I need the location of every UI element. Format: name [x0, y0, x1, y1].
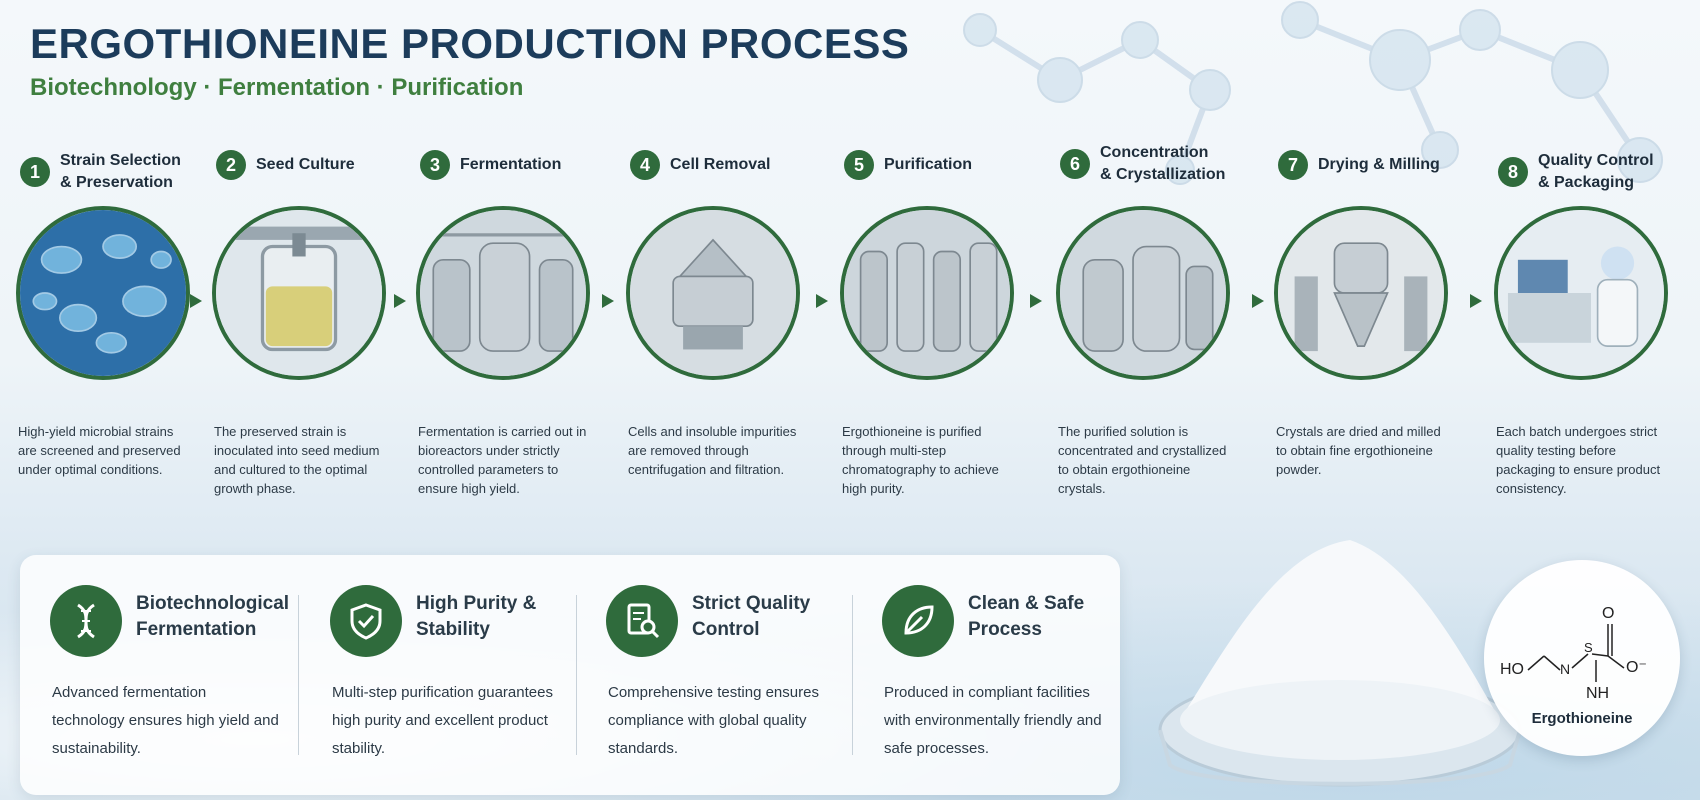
feature-description: Comprehensive testing ensures compliance… — [608, 684, 819, 757]
process-step-4: 4 Cell Removal Cells and insoluble impur… — [622, 142, 822, 502]
feature-high-purity-stability: High Purity & Stability Multi-step purif… — [300, 585, 560, 765]
seed-culture-vessel-photo — [212, 206, 386, 380]
process-step-2: 2 Seed Culture The preserved strain is i… — [208, 142, 408, 502]
step-number-badge: 4 — [630, 150, 660, 180]
feature-clean-safe-process: Clean & Safe Process Produced in complia… — [852, 585, 1112, 765]
atom-label-nh: NH — [1586, 685, 1609, 702]
process-step-6: 6 Concentration & Crystallization The pu… — [1052, 142, 1252, 502]
step-number-badge: 3 — [420, 150, 450, 180]
ergothioneine-molecule-badge: HO N S O O⁻ NH Ergothioneine — [1484, 560, 1680, 756]
atom-label-n: N — [1560, 661, 1570, 677]
features-panel: Biotechnological Fermentation Advanced f… — [20, 555, 1120, 795]
process-step-1: 1 Strain Selection & Preservation High-y… — [12, 142, 212, 502]
feature-title: Biotechnological Fermentation — [136, 593, 290, 640]
molecule-name: Ergothioneine — [1531, 710, 1633, 727]
step-description: Ergothioneine is purified through multi-… — [842, 424, 999, 496]
arrow-right-icon — [1470, 294, 1482, 308]
dna-icon — [50, 585, 122, 657]
step-number-badge: 1 — [20, 157, 50, 187]
dryer-mill-photo — [1274, 206, 1448, 380]
step-description: Each batch undergoes strict quality test… — [1496, 424, 1661, 496]
arrow-right-icon — [190, 294, 202, 308]
step-number-badge: 5 — [844, 150, 874, 180]
shield-check-icon — [330, 585, 402, 657]
process-step-7: 7 Drying & Milling Crystals are dried an… — [1270, 142, 1470, 502]
feature-strict-quality-control: Strict Quality Control Comprehensive tes… — [576, 585, 836, 765]
step-header: 1 Strain Selection & Preservation — [20, 150, 181, 194]
step-description: Cells and insoluble impurities are remov… — [628, 424, 797, 477]
arrow-right-icon — [394, 294, 406, 308]
step-title: Concentration & Crystallization — [1100, 144, 1226, 183]
arrow-right-icon — [816, 294, 828, 308]
process-step-3: 3 Fermentation Fermentation is carried o… — [412, 142, 612, 502]
molecule-structure-diagram: HO N S O O⁻ NH — [1500, 605, 1647, 702]
step-header: 3 Fermentation — [420, 150, 561, 180]
leaf-icon — [882, 585, 954, 657]
step-title: Drying & Milling — [1318, 156, 1440, 173]
arrow-right-icon — [1252, 294, 1264, 308]
step-title: Fermentation — [460, 156, 562, 173]
feature-biotechnological-fermentation: Biotechnological Fermentation Advanced f… — [20, 585, 289, 765]
step-header: 7 Drying & Milling — [1278, 150, 1440, 180]
step-number-badge: 7 — [1278, 150, 1308, 180]
step-header: 5 Purification — [844, 150, 972, 180]
feature-title: Clean & Safe Process — [968, 593, 1085, 640]
step-description: The purified solution is concentrated an… — [1058, 424, 1227, 496]
atom-label-o-top: O — [1602, 605, 1614, 622]
step-title: Quality Control & Packaging — [1538, 152, 1654, 191]
page-subtitle: Biotechnology · Fermentation · Purificat… — [30, 74, 524, 101]
step-title: Strain Selection & Preservation — [60, 152, 181, 191]
process-step-8: 8 Quality Control & Packaging Each batch… — [1490, 142, 1690, 502]
document-search-icon — [606, 585, 678, 657]
step-number-badge: 8 — [1498, 157, 1528, 187]
step-title: Cell Removal — [670, 156, 771, 173]
atom-label-s: S — [1584, 640, 1593, 655]
step-header: 2 Seed Culture — [216, 150, 355, 180]
arrow-right-icon — [602, 294, 614, 308]
feature-divider — [852, 595, 853, 755]
step-number-badge: 6 — [1060, 149, 1090, 179]
process-step-5: 5 Purification Ergothioneine is purified… — [836, 142, 1036, 502]
feature-title: High Purity & Stability — [416, 593, 537, 640]
step-description: The preserved strain is inoculated into … — [214, 424, 380, 496]
step-title: Seed Culture — [256, 156, 355, 173]
step-header: 8 Quality Control & Packaging — [1498, 150, 1654, 194]
feature-description: Advanced fermentation technology ensures… — [52, 684, 279, 757]
step-description: Crystals are dried and milled to obtain … — [1276, 424, 1441, 477]
bioreactor-photo — [416, 206, 590, 380]
step-description: Fermentation is carried out in bioreacto… — [418, 424, 587, 496]
page-title: ERGOTHIONEINE PRODUCTION PROCESS — [30, 20, 910, 67]
step-title: Purification — [884, 156, 973, 173]
step-header: 4 Cell Removal — [630, 150, 770, 180]
feature-description: Produced in compliant facilities with en… — [884, 684, 1102, 757]
microbial-cells-photo — [16, 206, 190, 380]
step-number-badge: 2 — [216, 150, 246, 180]
lab-technician-photo — [1494, 206, 1668, 380]
chromatography-columns-photo — [840, 206, 1014, 380]
feature-description: Multi-step purification guarantees high … — [332, 684, 553, 757]
feature-divider — [576, 595, 577, 755]
step-header: 6 Concentration & Crystallization — [1060, 142, 1225, 186]
atom-label-ho: HO — [1500, 661, 1524, 678]
step-description: High-yield microbial strains are screene… — [18, 424, 181, 477]
atom-label-o-right: O⁻ — [1626, 659, 1647, 676]
crystallization-tanks-photo — [1056, 206, 1230, 380]
feature-title: Strict Quality Control — [692, 593, 811, 640]
feature-divider — [298, 595, 299, 755]
powder-dish-image — [1158, 540, 1522, 787]
centrifuge-photo — [626, 206, 800, 380]
arrow-right-icon — [1030, 294, 1042, 308]
